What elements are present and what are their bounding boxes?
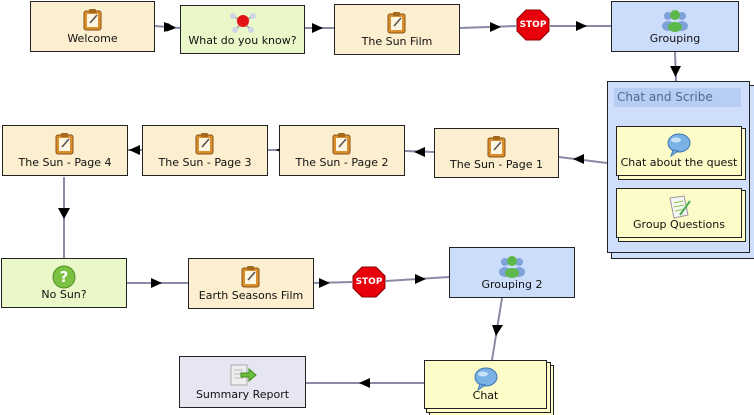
activity-label: The Sun Film bbox=[361, 35, 433, 48]
activity-grouping-2[interactable]: Grouping 2 bbox=[449, 247, 575, 298]
stop-sign-icon bbox=[516, 9, 550, 41]
activity-the-sun-page-1[interactable]: The Sun - Page 1 bbox=[434, 128, 559, 178]
speech-bubble-icon bbox=[666, 133, 692, 160]
activity-label: Group Questions bbox=[633, 218, 725, 231]
activity-chat-about-the-quest[interactable]: Chat about the quest bbox=[616, 126, 742, 176]
scribe-page-icon bbox=[666, 195, 692, 222]
stop-gate-2[interactable]: STOP bbox=[352, 266, 386, 298]
activity-the-sun-page-2[interactable]: The Sun - Page 2 bbox=[279, 125, 405, 176]
molecule-icon bbox=[229, 10, 257, 37]
activity-label: Grouping bbox=[649, 32, 701, 45]
activity-label: Chat bbox=[472, 389, 499, 402]
notepad-icon bbox=[331, 132, 353, 159]
activity-the-sun-page-3[interactable]: The Sun - Page 3 bbox=[142, 125, 268, 176]
activity-label: Summary Report bbox=[195, 388, 290, 401]
people-group-icon bbox=[498, 254, 526, 281]
speech-bubble-icon bbox=[473, 367, 499, 394]
activity-the-sun-film[interactable]: The Sun Film bbox=[334, 4, 460, 55]
stop-label: STOP bbox=[519, 20, 547, 30]
activity-label: The Sun - Page 3 bbox=[158, 156, 252, 169]
chat-and-scribe-container[interactable]: Chat and Scribe Chat about the quest Gro… bbox=[607, 81, 754, 259]
notepad-icon bbox=[54, 132, 76, 159]
activity-label: The Sun - Page 4 bbox=[18, 156, 112, 169]
container-title: Chat and Scribe bbox=[614, 88, 741, 107]
people-group-icon bbox=[661, 8, 689, 35]
activity-group-questions[interactable]: Group Questions bbox=[616, 188, 742, 238]
activity-grouping[interactable]: Grouping bbox=[611, 1, 739, 52]
activity-summary-report[interactable]: Summary Report bbox=[179, 356, 306, 408]
activity-label: What do you know? bbox=[188, 34, 297, 47]
transition-film-to-stop bbox=[459, 25, 517, 29]
activity-label: No Sun? bbox=[41, 288, 87, 301]
notepad-icon bbox=[240, 265, 262, 292]
stop-label: STOP bbox=[355, 277, 383, 287]
activity-label: The Sun - Page 2 bbox=[295, 156, 389, 169]
stop-gate-1[interactable]: STOP bbox=[516, 9, 550, 41]
notepad-icon bbox=[486, 135, 508, 162]
activity-label: Welcome bbox=[67, 32, 118, 45]
question-mark-icon: ? bbox=[52, 265, 76, 292]
activity-no-sun[interactable]: ? No Sun? bbox=[1, 258, 127, 308]
stop-sign-icon bbox=[352, 266, 386, 298]
activity-label: Chat about the quest bbox=[620, 156, 738, 169]
activity-label: Earth Seasons Film bbox=[198, 289, 304, 302]
notepad-icon bbox=[386, 11, 408, 38]
svg-text:?: ? bbox=[60, 268, 69, 286]
report-arrow-icon bbox=[228, 363, 258, 390]
notepad-icon bbox=[194, 132, 216, 159]
activity-what-do-you-know[interactable]: What do you know? bbox=[180, 5, 305, 54]
activity-chat[interactable]: Chat bbox=[424, 360, 547, 409]
activity-earth-seasons-film[interactable]: Earth Seasons Film bbox=[188, 258, 314, 309]
activity-label: The Sun - Page 1 bbox=[450, 158, 543, 171]
activity-the-sun-page-4[interactable]: The Sun - Page 4 bbox=[2, 125, 128, 176]
activity-label: Grouping 2 bbox=[481, 278, 543, 291]
notepad-icon bbox=[82, 8, 104, 35]
activity-welcome[interactable]: Welcome bbox=[30, 1, 155, 52]
